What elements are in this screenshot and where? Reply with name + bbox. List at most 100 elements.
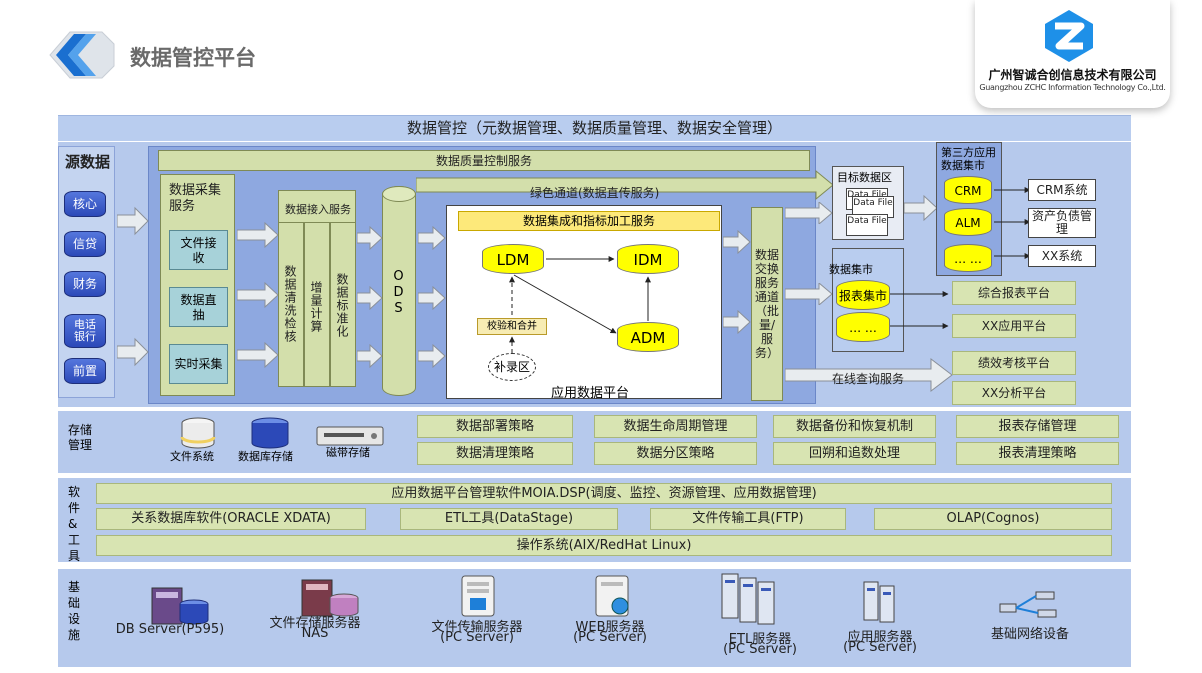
software-rdbms-label: 关系数据库软件(ORACLE XDATA) [131,511,331,526]
network-device-label: 基础网络设备 [990,627,1069,642]
xx-system-label: XX系统 [1041,249,1083,263]
integration-service-bar: 数据集成和指标加工服务 [458,211,720,231]
policy-deploy-label: 数据部署策略 [455,419,534,434]
platform-performance-label: 绩效考核平台 [977,356,1050,370]
policy-report-cleanup: 报表清理策略 [956,442,1119,465]
tape-storage-icon [316,426,384,446]
software-etl-label: ETL工具(DataStage) [444,511,574,526]
collect-arrow-1-icon [237,222,279,248]
web-server-icon [595,575,629,617]
access-standardize-label: 数据标准化 [335,273,349,338]
governance-title-bar: 数据管控（元数据管理、数据质量管理、数据安全管理） [58,115,1131,141]
policy-cleanup: 数据清理策略 [417,442,573,465]
ods-cylinder: ODS [382,186,416,396]
source-core-label: 核心 [72,197,97,211]
verify-merge-box: 校验和合并 [477,318,547,335]
file-transfer-server-label: 文件传输服务器 [431,620,523,635]
collect-arrow-3-icon [237,342,279,368]
data-mart-title: 数据集市 [829,263,873,276]
app-server-label: 应用服务器 [847,630,913,645]
collect-direct-extract-label: 数据直抽 [180,293,217,322]
alm-system-label: 资产负债管理 [1031,209,1092,236]
collect-file-receive: 文件接收 [169,230,228,270]
access-service-title: 数据接入服务 [285,203,351,216]
company-logo: 广州智诚合创信息技术有限公司 Guangzhou ZCHC Informatio… [975,0,1170,108]
software-olap-label: OLAP(Cognos) [946,511,1040,526]
company-logo-icon [1045,10,1093,62]
data-file-3: Data File [846,214,888,236]
database-storage-label: 数据库存储 [238,450,293,463]
app-platform-connectors-icon [509,256,651,353]
platform-xx-app-label: XX应用平台 [981,319,1047,333]
exchange-channel-label: 数据交换服务通道（批量/服务） [754,248,779,360]
web-server-sub: (PC Server) [573,630,647,645]
idm-cylinder: IDM [617,244,679,274]
xx-system: XX系统 [1028,245,1096,267]
other-mart-cylinder: … … [836,312,890,342]
policy-partition: 数据分区策略 [594,442,757,465]
file-transfer-server-icon [461,575,495,617]
source-arrow-2-icon [117,337,149,367]
ldm-cylinder: LDM [482,244,544,274]
adm-cylinder: ADM [617,322,679,352]
app-platform-title: 应用数据平台 [551,386,630,401]
platform-report: 综合报表平台 [952,281,1076,305]
app-server-sub: (PC Server) [843,640,917,655]
access-incremental: 增量计算 [304,222,330,387]
collect-realtime-label: 实时采集 [174,357,223,371]
platform-report-label: 综合报表平台 [977,286,1050,300]
crm-label: CRM [954,184,982,198]
collect-file-receive-label: 文件接收 [180,236,217,265]
report-mart-label: 报表集市 [838,289,887,303]
access-standardize: 数据标准化 [330,222,356,387]
file-transfer-server-sub: (PC Server) [440,630,514,645]
platform-performance: 绩效考核平台 [952,351,1076,375]
nas-server-label: 文件存储服务器 [269,616,361,631]
policy-backtrack-label: 回朔和追数处理 [808,446,900,461]
policy-backup-label: 数据备份和恢复机制 [795,419,913,434]
policy-cleanup-label: 数据清理策略 [455,446,534,461]
access-arrow-1-icon [357,226,383,250]
source-data-title: 源数据 [64,153,110,171]
data-file-1-label: Data File [847,190,887,200]
collect-realtime: 实时采集 [169,344,228,384]
policy-report-storage: 报表存储管理 [956,415,1119,438]
report-mart-cylinder: 报表集市 [836,280,890,310]
exchange-arrow-2-icon [785,283,833,305]
platform-xx-analysis: XX分析平台 [952,381,1076,405]
storage-title: 存储管理 [68,423,93,452]
supplement-area: 补录区 [488,353,536,381]
other-third-cylinder: … … [944,244,992,272]
access-clean-check-label: 数据清洗检核 [283,265,297,343]
ldm-label: LDM [496,251,530,269]
mart-connectors-icon [890,291,949,329]
app-arrow-2-icon [723,310,751,334]
source-finance-label: 财务 [72,277,97,291]
collect-service-title: 数据采集服务 [169,183,222,214]
ods-arrow-2-icon [418,286,446,310]
ods-label: ODS [391,269,406,317]
idm-label: IDM [633,251,663,269]
page-title: 数据管控平台 [130,46,256,70]
third-party-title: 第三方应用数据集市 [941,146,996,172]
policy-partition-label: 数据分区策略 [636,446,715,461]
source-phone-bank-label: 电话银行 [74,318,96,343]
app-server-icon [863,581,895,623]
access-clean-check: 数据清洗检核 [278,222,304,387]
quality-control-bar: 数据质量控制服务 [158,150,810,171]
access-arrow-3-icon [357,344,383,368]
target-to-third-arrow-icon [904,195,938,221]
online-query-arrow-icon [785,358,953,392]
ods-arrow-1-icon [418,226,446,250]
file-system-icon [180,417,216,449]
policy-report-cleanup-label: 报表清理策略 [998,446,1077,461]
policy-lifecycle-label: 数据生命周期管理 [623,419,728,434]
policy-backup: 数据备份和恢复机制 [773,415,936,438]
online-query-label: 在线查询服务 [832,372,905,386]
software-os: 操作系统(AIX/RedHat Linux) [96,535,1112,556]
source-arrow-1-icon [117,206,149,236]
adm-label: ADM [630,329,666,347]
alm-label: ALM [955,216,981,230]
software-rdbms: 关系数据库软件(ORACLE XDATA) [96,508,366,530]
policy-lifecycle: 数据生命周期管理 [594,415,757,438]
